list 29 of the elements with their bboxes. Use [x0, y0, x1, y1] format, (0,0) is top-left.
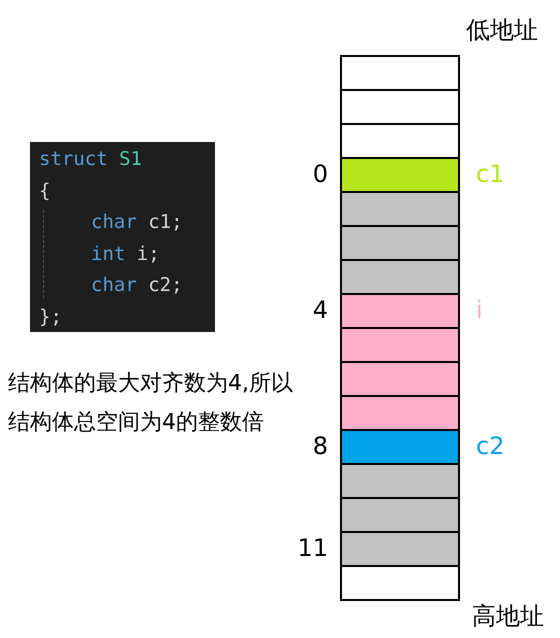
member-label: i	[476, 295, 483, 325]
memory-cell	[340, 191, 460, 227]
memory-cell	[340, 361, 460, 397]
offset-label: 8	[312, 431, 328, 461]
memory-cell	[340, 497, 460, 533]
code-line: char c2;	[90, 273, 184, 298]
memory-cell	[340, 123, 460, 159]
code-line: };	[39, 304, 63, 330]
code-line: char c1;	[90, 210, 184, 235]
memory-cell	[340, 463, 460, 499]
note-text: 结构体的最大对齐数为4,所以结构体总空间为4的整数倍	[8, 370, 294, 437]
code-line: {	[39, 178, 52, 204]
code-panel	[30, 142, 215, 332]
offset-label: 4	[312, 295, 328, 325]
memory-cell	[340, 225, 460, 261]
memory-cell	[340, 55, 460, 91]
memory-cell	[340, 565, 460, 601]
memory-cell	[340, 327, 460, 363]
member-label: c1	[476, 159, 504, 189]
code-line: struct S1	[39, 147, 143, 172]
member-label: c2	[476, 431, 504, 461]
offset-label: 0	[312, 159, 328, 189]
memory-cell	[340, 89, 460, 125]
code-line: int i;	[90, 242, 161, 266]
offset-label: 11	[297, 533, 328, 563]
address-label: 高地址	[472, 601, 544, 632]
memory-cell	[340, 259, 460, 295]
address-label: 低地址	[466, 15, 538, 46]
memory-cell	[340, 395, 460, 431]
